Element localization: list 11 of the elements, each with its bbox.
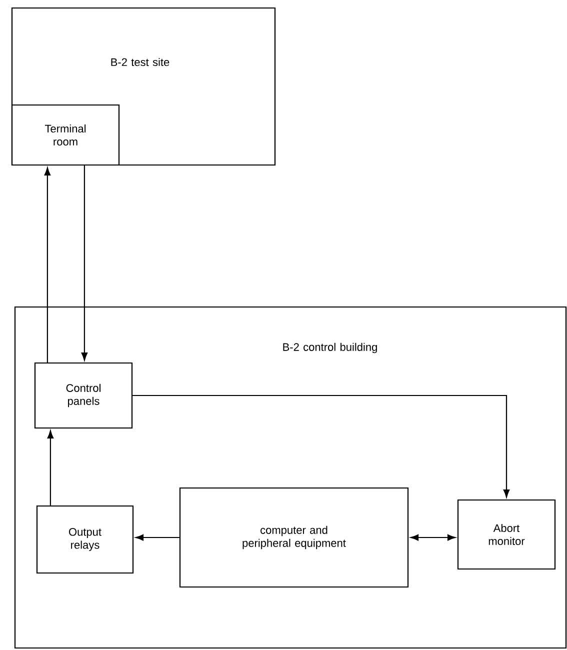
process-box: Control panels [34,362,133,429]
arrow [81,166,88,361]
process-box: computer and peripheral equipment [179,487,409,588]
arrow [135,534,180,541]
process-box: Output relays [36,505,134,574]
room-box: Terminal room [11,104,120,166]
arrow [44,167,51,362]
arrow [132,394,510,498]
process-box: Abort monitor [457,499,556,570]
arrow [410,534,456,541]
arrow [47,430,54,506]
